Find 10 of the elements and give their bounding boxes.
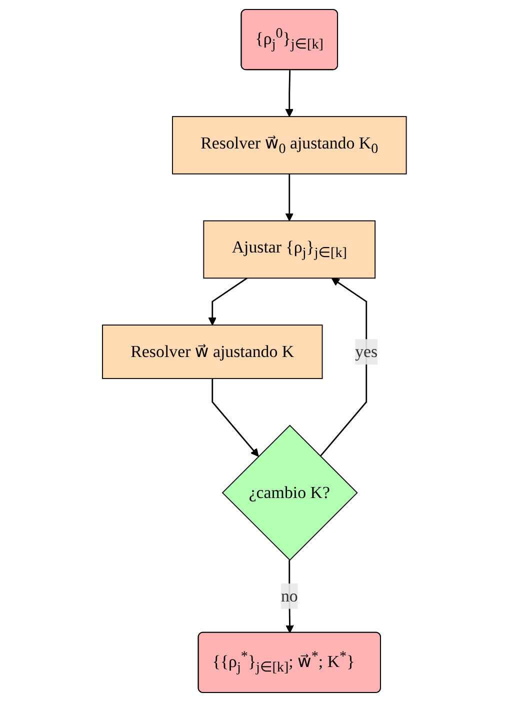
node-box: Resolver w⃗ ajustando K xyxy=(102,324,323,380)
arrow xyxy=(285,70,294,117)
arrow xyxy=(285,174,294,222)
edge-label: yes xyxy=(355,342,378,361)
arrow xyxy=(208,278,248,326)
node-box: Ajustar {ρ$_{j}$}$_{j∈[k]}$ xyxy=(203,220,376,279)
edge-label: no xyxy=(281,586,298,606)
node-box: Resolver w⃗$_{0}$ ajustando K$_{0}$ xyxy=(172,116,407,174)
arrow xyxy=(212,378,259,457)
node-diamond: ¿cambio K? xyxy=(222,424,358,561)
